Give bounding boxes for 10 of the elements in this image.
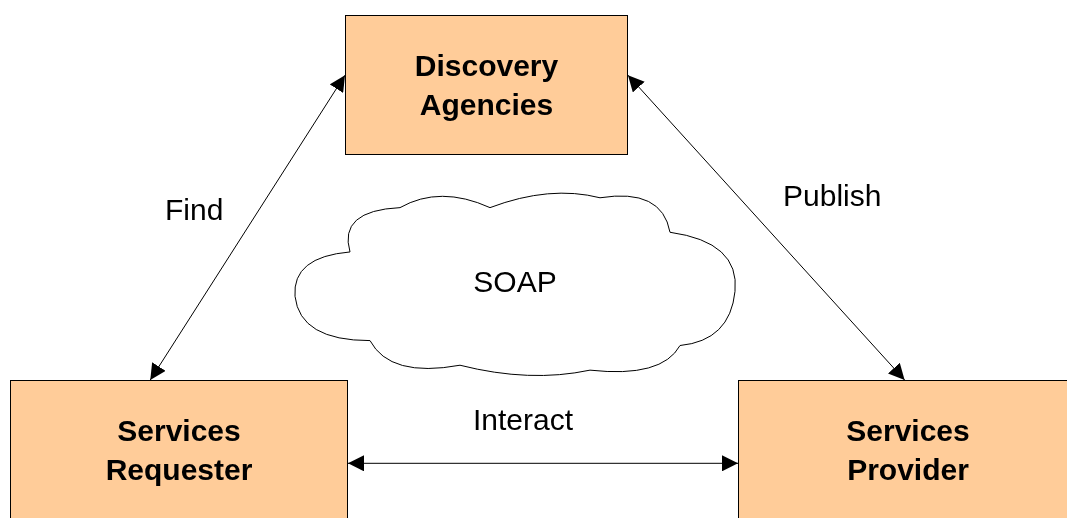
process-box [738, 380, 1067, 518]
process-box [10, 380, 348, 518]
node-label: SOAP [473, 264, 557, 300]
node-label: Services Requester [104, 413, 254, 488]
double-arrow [347, 455, 739, 472]
node-label: Discovery Agencies [413, 48, 560, 123]
process-box [345, 15, 628, 155]
node-label: Services Provider [845, 413, 971, 488]
double-arrow [149, 74, 346, 381]
double-arrow [627, 74, 906, 381]
